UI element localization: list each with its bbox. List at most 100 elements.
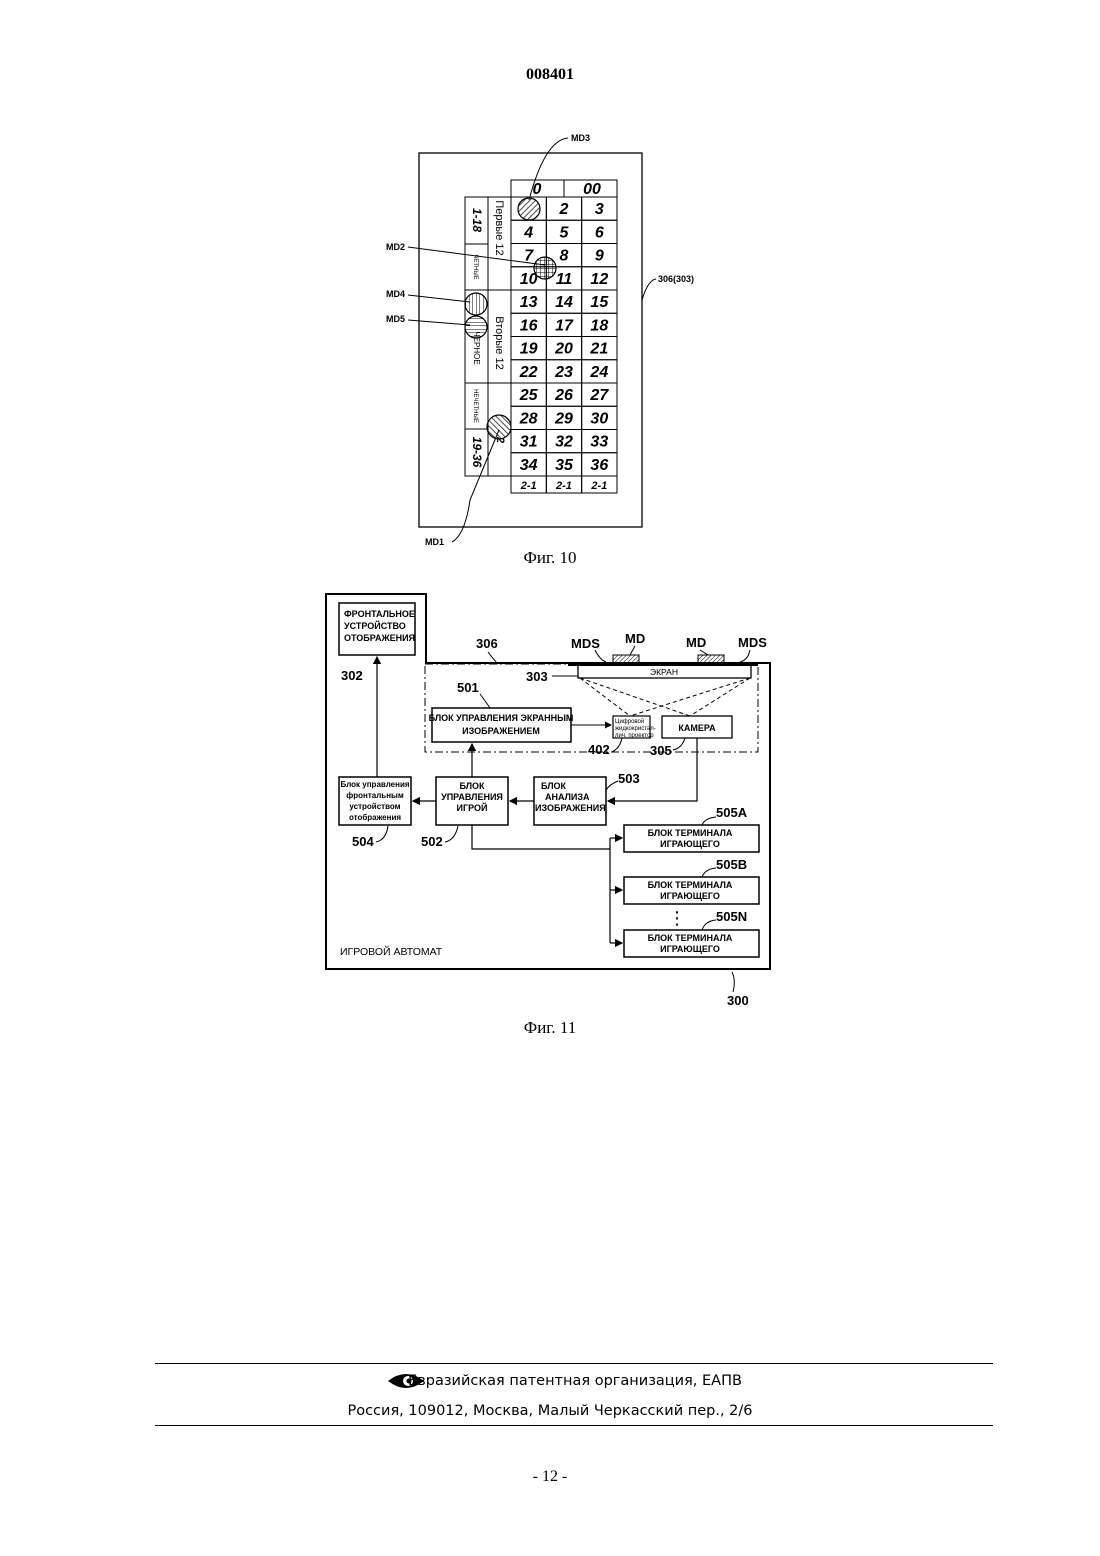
number-grid: 2345678910111213141516171819202122232425…	[511, 197, 617, 493]
svg-text:ЧЕТНЫЕ: ЧЕТНЫЕ	[472, 254, 478, 279]
svg-text:АНАЛИЗА: АНАЛИЗА	[545, 792, 590, 802]
svg-text:ИГРАЮЩЕГО: ИГРАЮЩЕГО	[660, 891, 720, 901]
label-md4: MD4	[386, 289, 405, 299]
figure-11-block-diagram: ФРОНТАЛЬНОЕ УСТРОЙСТВО ОТОБРАЖЕНИЯ 302 3…	[0, 585, 1100, 1015]
svg-text:ФРОНТАЛЬНОЕ: ФРОНТАЛЬНОЕ	[344, 609, 415, 619]
column-bet-label: 2-1	[520, 480, 537, 492]
svg-text:ИГРАЮЩЕГО: ИГРАЮЩЕГО	[660, 839, 720, 849]
column-bet-label: 2-1	[590, 480, 607, 492]
svg-text:ОТОБРАЖЕНИЯ: ОТОБРАЖЕНИЯ	[344, 633, 415, 643]
ref-505a: 505A	[716, 805, 748, 820]
grid-number: 26	[554, 387, 573, 404]
svg-text:жидкокристал-: жидкокристал-	[615, 726, 656, 732]
ref-mds-2: MDS	[738, 635, 767, 650]
svg-text:НЕЧЕТНЫЕ: НЕЧЕТНЫЕ	[472, 389, 478, 423]
grid-number: 36	[590, 457, 608, 474]
chip-md2	[534, 257, 556, 279]
svg-text:БЛОК ТЕРМИНАЛА: БЛОК ТЕРМИНАЛА	[648, 828, 733, 838]
label-md3: MD3	[571, 133, 590, 143]
figure-10-roulette-layout: 0 00 23456789101112131415161718192021222…	[0, 0, 1100, 545]
grid-number: 32	[555, 434, 573, 451]
grid-number: 7	[524, 248, 534, 265]
chip-md1	[487, 415, 511, 439]
svg-text:ИГРАЮЩЕГО: ИГРАЮЩЕГО	[660, 944, 720, 954]
grid-number: 22	[519, 364, 538, 381]
ref-402: 402	[588, 742, 610, 757]
grid-number: 34	[520, 457, 538, 474]
grid-number: 27	[589, 387, 609, 404]
ref-503: 503	[618, 771, 640, 786]
svg-text:лич. проектор: лич. проектор	[615, 733, 654, 739]
ref-501: 501	[457, 680, 479, 695]
grid-number: 25	[519, 387, 539, 404]
svg-text:Первые 12: Первые 12	[493, 200, 505, 255]
footer-bottom-rule	[155, 1425, 993, 1426]
svg-text:ЭКРАН: ЭКРАН	[650, 667, 678, 677]
grid-number: 30	[590, 410, 608, 427]
chip-md3	[518, 198, 540, 220]
grid-number: 4	[523, 224, 533, 241]
page-number: - 12 -	[0, 1468, 1100, 1486]
grid-number: 2	[559, 201, 569, 218]
grid-number: 24	[589, 364, 608, 381]
grid-number: 5	[560, 224, 570, 241]
chip-md4	[465, 293, 487, 315]
grid-number: 3	[595, 201, 604, 218]
grid-number: 8	[560, 248, 569, 265]
dozen-labels: Первые 12 Вторые 12 2	[493, 200, 506, 443]
label-md2: MD2	[386, 242, 405, 252]
double-zero-cell: 00	[583, 181, 601, 198]
grid-number: 16	[520, 317, 538, 334]
figure-11-caption: Фиг. 11	[0, 1018, 1100, 1038]
ref-305: 305	[650, 743, 672, 758]
label-md1: MD1	[425, 537, 444, 545]
md-marker-1	[613, 655, 639, 663]
md-marker-2	[698, 655, 724, 663]
svg-text:ИГРОЙ: ИГРОЙ	[457, 802, 488, 813]
ref-502: 502	[421, 834, 443, 849]
svg-text:ИЗОБРАЖЕНИЕМ: ИЗОБРАЖЕНИЕМ	[462, 726, 540, 736]
grid-number: 23	[554, 364, 573, 381]
svg-text:отображения: отображения	[349, 813, 401, 822]
svg-text:БЛОК УПРАВЛЕНИЯ ЭКРАННЫМ: БЛОК УПРАВЛЕНИЯ ЭКРАННЫМ	[429, 713, 574, 723]
svg-text:Вторые 12: Вторые 12	[493, 316, 505, 369]
grid-number: 6	[595, 224, 604, 241]
grid-number: 12	[590, 271, 608, 288]
svg-text:ИЗОБРАЖЕНИЯ: ИЗОБРАЖЕНИЯ	[535, 803, 606, 813]
svg-text:УПРАВЛЕНИЯ: УПРАВЛЕНИЯ	[441, 792, 503, 802]
footer-address: Россия, 109012, Москва, Малый Черкасский…	[0, 1403, 1100, 1419]
grid-number: 28	[519, 410, 538, 427]
grid-number: 15	[590, 294, 609, 311]
footer-organization: Евразийская патентная организация, ЕАПВ	[0, 1373, 1100, 1389]
grid-number: 13	[520, 294, 538, 311]
ref-md-1: MD	[625, 631, 645, 646]
grid-number: 35	[555, 457, 574, 474]
ref-md-2: MD	[686, 635, 706, 650]
svg-text:19-36: 19-36	[470, 437, 484, 468]
ref-504: 504	[352, 834, 374, 849]
svg-text:1-18: 1-18	[470, 208, 484, 232]
svg-text:БЛОК: БЛОК	[459, 781, 485, 791]
grid-number: 17	[555, 317, 574, 334]
svg-text:устройством: устройством	[349, 802, 400, 811]
grid-number: 9	[595, 248, 604, 265]
grid-number: 11	[556, 271, 573, 288]
svg-text:БЛОК: БЛОК	[541, 781, 567, 791]
grid-number: 21	[589, 341, 608, 358]
grid-number: 20	[554, 341, 573, 358]
machine-label: ИГРОВОЙ АВТОМАТ	[340, 945, 443, 958]
ref-303: 303	[526, 669, 548, 684]
ref-306: 306	[476, 636, 498, 651]
grid-number: 29	[554, 410, 573, 427]
grid-number: 33	[590, 434, 608, 451]
label-md5: MD5	[386, 314, 405, 324]
svg-text:Цифровой: Цифровой	[615, 718, 644, 725]
column-bet-label: 2-1	[555, 480, 572, 492]
svg-text:Блок управления: Блок управления	[340, 780, 409, 789]
ref-mds-1: MDS	[571, 636, 600, 651]
label-table: 306(303)	[658, 274, 694, 284]
svg-text:КАМЕРА: КАМЕРА	[678, 723, 716, 733]
ref-505n: 505N	[716, 909, 747, 924]
vertical-ellipsis: ⋮	[668, 908, 686, 929]
chip-md5	[465, 316, 487, 338]
